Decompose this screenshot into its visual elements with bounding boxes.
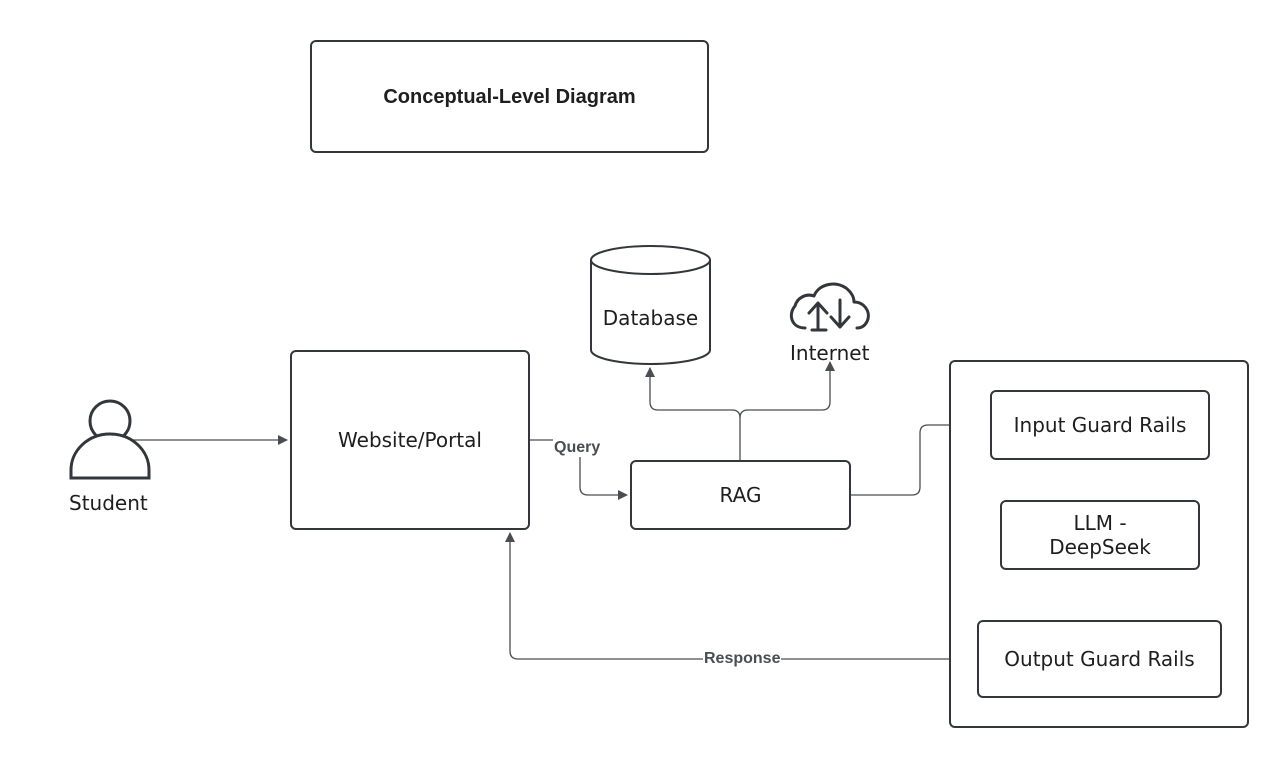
edge-output-portal	[505, 532, 977, 660]
cloud-sync-icon	[789, 282, 870, 332]
edge-rag-database	[645, 367, 741, 460]
llm-deepseek-node[interactable]: LLM - DeepSeek	[1000, 500, 1200, 570]
person-icon	[69, 399, 151, 480]
query-edge-label: Query	[553, 439, 602, 457]
edge-rag-input-guard	[851, 420, 988, 496]
llm-label-line2: DeepSeek	[1049, 535, 1151, 559]
portal-node[interactable]: Website/Portal	[290, 350, 530, 530]
rag-node[interactable]: RAG	[630, 460, 851, 530]
student-label: Student	[69, 491, 148, 515]
portal-label: Website/Portal	[338, 428, 482, 452]
output-guard-rails-label: Output Guard Rails	[1004, 647, 1195, 671]
page-title: Conceptual-Level Diagram	[383, 85, 636, 108]
database-label: Database	[602, 306, 699, 330]
response-edge-label: Response	[703, 650, 782, 668]
llm-label-line1: LLM -	[1073, 511, 1127, 535]
internet-label: Internet	[790, 341, 870, 365]
edge-rag-internet	[739, 361, 835, 419]
database-cylinder-icon	[590, 245, 711, 365]
title-box: Conceptual-Level Diagram	[310, 40, 709, 153]
rag-label: RAG	[719, 483, 762, 507]
input-guard-rails-node[interactable]: Input Guard Rails	[990, 390, 1210, 460]
output-guard-rails-node[interactable]: Output Guard Rails	[977, 620, 1222, 698]
input-guard-rails-label: Input Guard Rails	[1013, 413, 1187, 437]
